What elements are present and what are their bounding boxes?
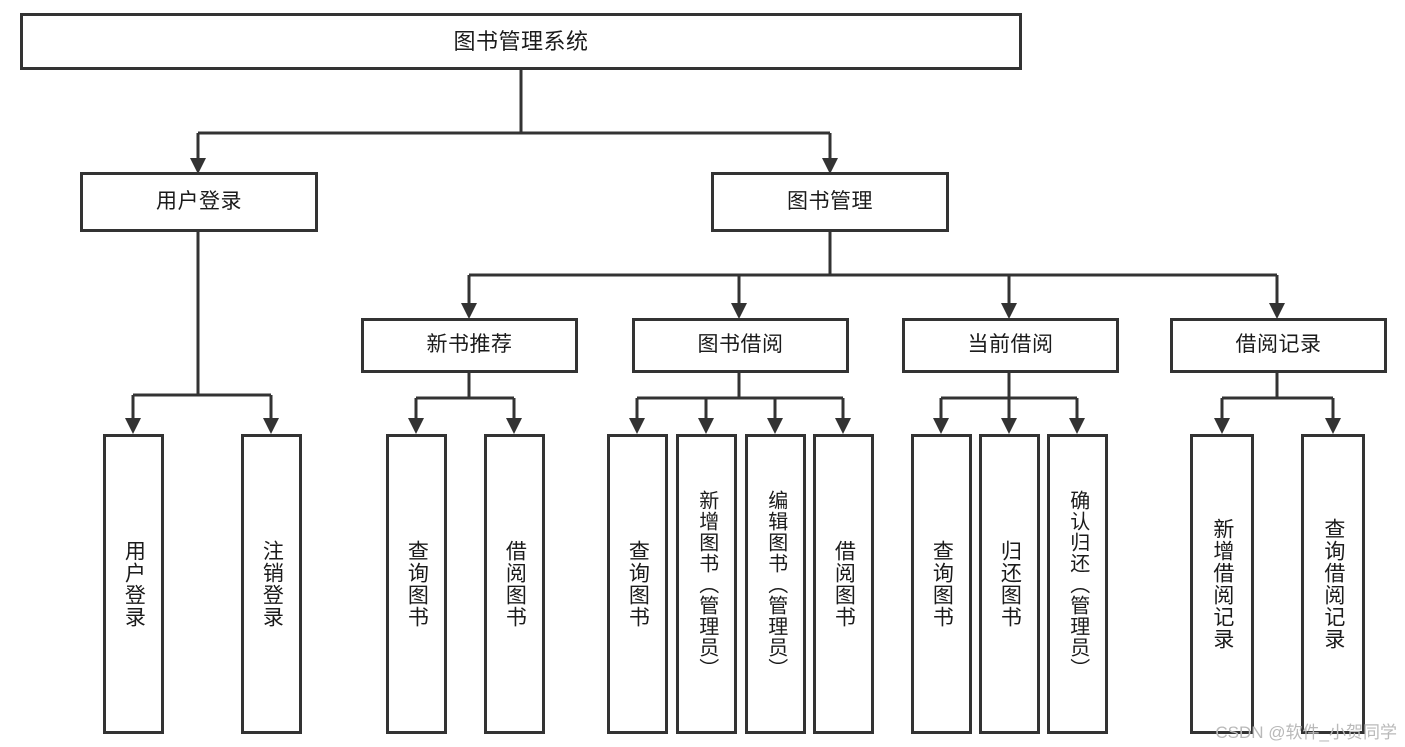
node-book-borrow[interactable]: 图书借阅 — [632, 318, 849, 373]
leaf-current-confirm-return-admin[interactable]: 确认归还（管理员） — [1047, 434, 1108, 734]
node-label: 确认归还（管理员） — [1066, 489, 1089, 679]
node-label: 图书管理 — [787, 189, 873, 213]
node-label: 当前借阅 — [967, 333, 1054, 357]
node-label: 归还图书 — [998, 540, 1022, 628]
node-label: 用户登录 — [122, 540, 146, 628]
node-root-system[interactable]: 图书管理系统 — [20, 13, 1022, 70]
node-label: 注销登录 — [260, 540, 284, 628]
node-label: 查询图书 — [930, 540, 954, 628]
watermark-text: CSDN @软件_小贺同学 — [1215, 723, 1397, 742]
node-label: 查询借阅记录 — [1321, 518, 1345, 650]
node-label: 新增借阅记录 — [1210, 518, 1234, 650]
leaf-borrow-add-book-admin[interactable]: 新增图书（管理员） — [676, 434, 737, 734]
node-label: 查询图书 — [626, 540, 650, 628]
node-current-borrow[interactable]: 当前借阅 — [902, 318, 1119, 373]
leaf-user-login[interactable]: 用户登录 — [103, 434, 164, 734]
leaf-borrow-query-books[interactable]: 查询图书 — [607, 434, 668, 734]
node-label: 查询图书 — [405, 540, 429, 628]
node-label: 编辑图书（管理员） — [764, 489, 787, 679]
node-label: 新书推荐 — [426, 333, 513, 357]
leaf-newbook-borrow-books[interactable]: 借阅图书 — [484, 434, 545, 734]
node-label: 图书管理系统 — [453, 28, 589, 54]
leaf-current-query-books[interactable]: 查询图书 — [911, 434, 972, 734]
leaf-borrow-edit-book-admin[interactable]: 编辑图书（管理员） — [745, 434, 806, 734]
node-label: 新增图书（管理员） — [695, 489, 718, 679]
node-new-book-recommend[interactable]: 新书推荐 — [361, 318, 578, 373]
node-label: 借阅图书 — [832, 540, 856, 628]
leaf-records-query-record[interactable]: 查询借阅记录 — [1301, 434, 1365, 734]
node-book-management[interactable]: 图书管理 — [711, 172, 949, 232]
node-label: 图书借阅 — [697, 333, 784, 357]
leaf-newbook-query-books[interactable]: 查询图书 — [386, 434, 447, 734]
node-label: 借阅图书 — [503, 540, 527, 628]
leaf-current-return-books[interactable]: 归还图书 — [979, 434, 1040, 734]
leaf-borrow-borrow-books[interactable]: 借阅图书 — [813, 434, 874, 734]
node-label: 借阅记录 — [1235, 333, 1322, 357]
node-borrow-records[interactable]: 借阅记录 — [1170, 318, 1387, 373]
node-label: 用户登录 — [156, 189, 242, 213]
leaf-user-logout[interactable]: 注销登录 — [241, 434, 302, 734]
node-user-login[interactable]: 用户登录 — [80, 172, 318, 232]
leaf-records-add-record[interactable]: 新增借阅记录 — [1190, 434, 1254, 734]
